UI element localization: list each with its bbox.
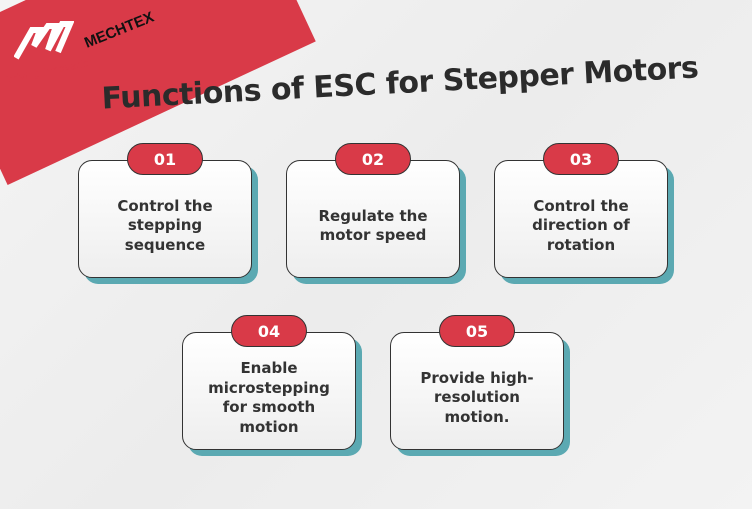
card-number: 05	[439, 315, 515, 347]
card-number: 03	[543, 143, 619, 175]
card-text: Control the stepping sequence	[78, 160, 252, 278]
card-number: 02	[335, 143, 411, 175]
card-text: Regulate the motor speed	[286, 160, 460, 278]
logo-mark-icon	[14, 21, 74, 60]
function-card-5: Provide high-resolution motion.05	[390, 315, 570, 456]
card-text: Provide high-resolution motion.	[390, 332, 564, 450]
card-number: 04	[231, 315, 307, 347]
card-text: Control the direction of rotation	[494, 160, 668, 278]
card-number: 01	[127, 143, 203, 175]
card-text: Enable microstepping for smooth motion	[182, 332, 356, 450]
